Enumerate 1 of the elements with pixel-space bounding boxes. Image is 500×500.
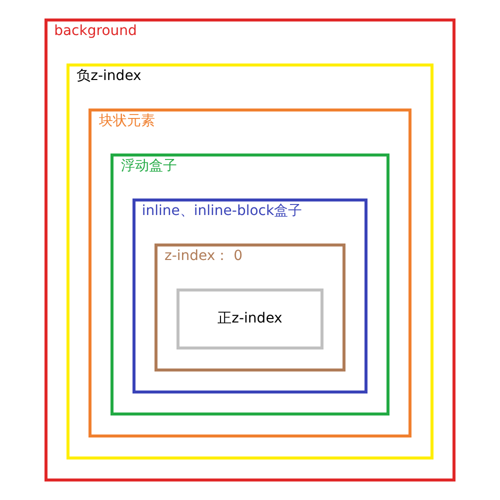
node-box: 正z-index <box>176 288 324 350</box>
